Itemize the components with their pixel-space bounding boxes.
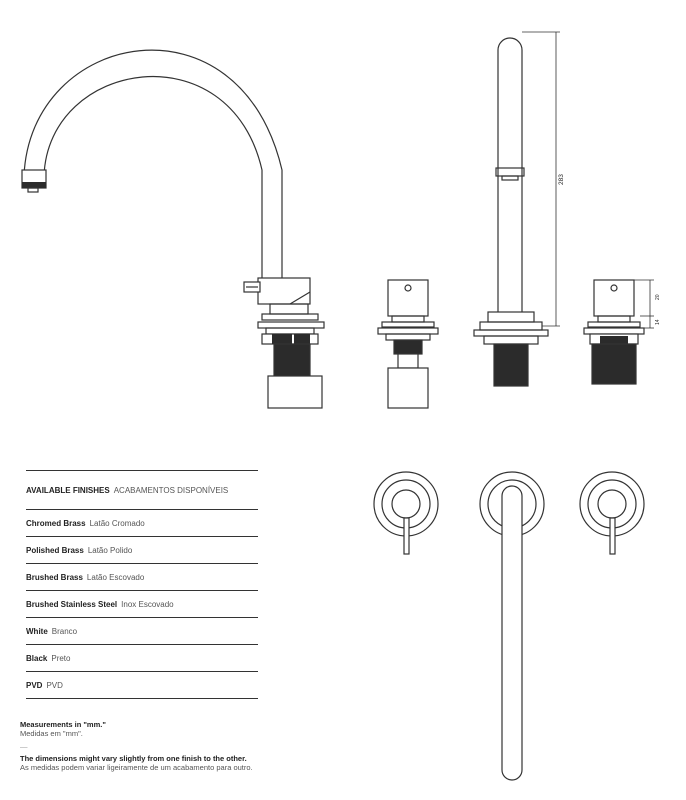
top-view-right-valve	[579, 471, 645, 555]
finish-name-en: Chromed Brass	[26, 518, 86, 528]
measurement-notes: Measurements in "mm." Medidas em "mm". —…	[20, 720, 340, 772]
spout-front-view	[473, 31, 560, 387]
measurement-unit-pt: Medidas em "mm".	[20, 729, 83, 738]
finish-row: Brushed Stainless Steel Inox Escovado	[26, 591, 258, 618]
dim-height-label: 283	[558, 174, 565, 185]
finish-row: Brushed Brass Latão Escovado	[26, 564, 258, 591]
top-view-left-valve	[373, 471, 439, 555]
dimension-variance-pt: As medidas podem variar ligeiramente de …	[20, 763, 253, 772]
finishes-table: AVAILABLE FINISHES ACABAMENTOS DISPONÍVE…	[26, 470, 258, 699]
finish-name-en: Polished Brass	[26, 545, 84, 555]
spout-side-view	[21, 49, 325, 409]
finish-name-pt: Latão Polido	[87, 545, 133, 555]
finish-name-pt: Branco	[51, 626, 78, 636]
measurement-unit-en: Measurements in "mm."	[20, 720, 106, 729]
finishes-header-en: AVAILABLE FINISHES	[26, 485, 110, 495]
valve-front-view-2	[583, 279, 654, 385]
finish-name-pt: Preto	[51, 653, 71, 663]
finishes-header-pt: ACABAMENTOS DISPONÍVEIS	[113, 485, 229, 495]
valve-front-view	[377, 279, 439, 409]
finish-row: Polished Brass Latão Polido	[26, 537, 258, 564]
finish-name-en: Brushed Brass	[26, 572, 83, 582]
finish-name-pt: Inox Escovado	[121, 599, 174, 609]
finish-name-en: White	[26, 626, 48, 636]
finish-row: Black Preto	[26, 645, 258, 672]
finish-name-en: PVD	[26, 680, 43, 690]
top-view-spout	[479, 471, 545, 781]
finishes-header: AVAILABLE FINISHES ACABAMENTOS DISPONÍVE…	[26, 470, 258, 510]
finish-name-pt: Latão Cromado	[89, 518, 145, 528]
dim-small-bottom-label: 14	[655, 319, 661, 325]
finish-name-pt: Latão Escovado	[86, 572, 145, 582]
dimension-variance-en: The dimensions might vary slightly from …	[20, 754, 247, 763]
finish-row: White Branco	[26, 618, 258, 645]
dim-small-top-label: 20	[655, 294, 661, 300]
finish-name-en: Brushed Stainless Steel	[26, 599, 118, 609]
finish-row: PVD PVD	[26, 672, 258, 699]
finish-name-pt: PVD	[46, 680, 63, 690]
finish-row: Chromed Brass Latão Cromado	[26, 510, 258, 537]
notes-separator: —	[20, 742, 28, 751]
finish-name-en: Black	[26, 653, 48, 663]
